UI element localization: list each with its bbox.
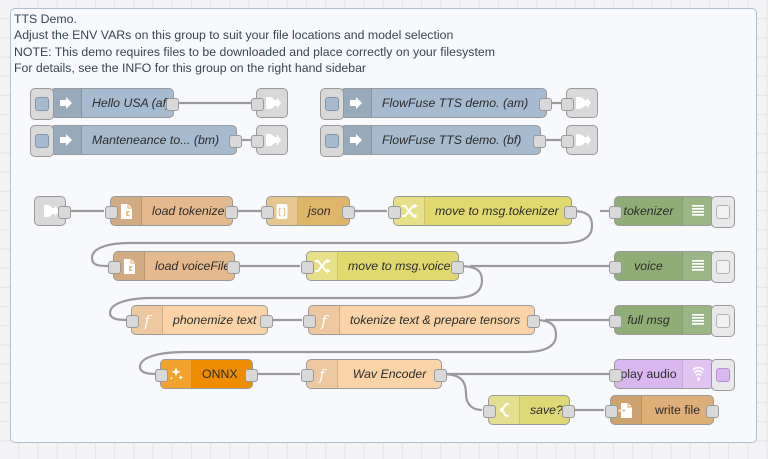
link-out-stripes-icon bbox=[682, 252, 713, 280]
input-port[interactable] bbox=[605, 405, 618, 418]
link-out-node-tokenizer[interactable]: tokenizer bbox=[609, 196, 735, 228]
node-label: ONNX bbox=[202, 367, 238, 381]
group-label: TTS Demo. Adjust the ENV VARs on this gr… bbox=[14, 12, 495, 75]
json-node[interactable]: {} json bbox=[261, 196, 355, 226]
link-call-node-4[interactable] bbox=[561, 125, 598, 155]
output-port[interactable] bbox=[225, 206, 238, 219]
inject-node-flowfuse-bf[interactable]: FlowFuse TTS demo. (bf) bbox=[320, 125, 546, 157]
input-port[interactable] bbox=[388, 206, 401, 219]
output-port[interactable] bbox=[245, 369, 258, 382]
inject-arrow-icon bbox=[341, 89, 372, 117]
input-port[interactable] bbox=[126, 315, 139, 328]
input-port[interactable] bbox=[251, 98, 264, 111]
node-label: voice bbox=[634, 259, 663, 273]
input-port[interactable] bbox=[251, 135, 264, 148]
node-status-chip bbox=[711, 196, 735, 228]
input-port[interactable] bbox=[301, 261, 314, 274]
output-port[interactable] bbox=[166, 98, 179, 111]
node-label: tokenize text & prepare tensors bbox=[350, 313, 521, 327]
input-port[interactable] bbox=[561, 98, 574, 111]
link-in-node-start[interactable] bbox=[34, 196, 71, 226]
input-port[interactable] bbox=[483, 405, 496, 418]
node-label: move to msg.tokenizer bbox=[435, 204, 559, 218]
node-label: move to msg.voice bbox=[348, 259, 451, 273]
function-node-wav-encoder[interactable]: f Wav Encoder bbox=[301, 359, 447, 389]
node-label: save? bbox=[530, 403, 563, 417]
svg-text:f: f bbox=[320, 312, 329, 329]
input-port[interactable] bbox=[609, 369, 622, 382]
node-status-chip bbox=[711, 359, 735, 391]
input-port[interactable] bbox=[155, 369, 168, 382]
inject-arrow-icon bbox=[51, 89, 82, 117]
link-out-node-voice[interactable]: voice bbox=[609, 251, 735, 283]
node-label: json bbox=[308, 204, 331, 218]
output-port[interactable] bbox=[229, 135, 242, 148]
output-port[interactable] bbox=[539, 98, 552, 111]
input-port[interactable] bbox=[108, 261, 121, 274]
inject-arrow-icon bbox=[51, 126, 82, 154]
link-out-node-full-msg[interactable]: full msg bbox=[609, 305, 735, 337]
link-out-stripes-icon bbox=[682, 197, 713, 225]
input-port[interactable] bbox=[301, 369, 314, 382]
function-node-tokenize-text[interactable]: f tokenize text & prepare tensors bbox=[303, 305, 540, 335]
link-out-stripes-icon bbox=[682, 306, 713, 334]
node-label: phonemize text bbox=[173, 313, 257, 327]
node-label: load voiceFile bbox=[155, 259, 231, 273]
output-port[interactable] bbox=[342, 206, 355, 219]
output-port[interactable] bbox=[227, 261, 240, 274]
input-port[interactable] bbox=[105, 206, 118, 219]
output-port[interactable] bbox=[533, 135, 546, 148]
output-port[interactable] bbox=[58, 206, 71, 219]
inject-arrow-icon bbox=[341, 126, 372, 154]
node-label: Hello USA (af) bbox=[92, 96, 171, 110]
speaker-waves-icon bbox=[682, 360, 713, 388]
inject-trigger-button[interactable] bbox=[30, 88, 54, 120]
inject-node-flowfuse-am[interactable]: FlowFuse TTS demo. (am) bbox=[320, 88, 552, 120]
node-label: tokenizer bbox=[623, 204, 674, 218]
inject-trigger-button[interactable] bbox=[30, 125, 54, 157]
node-label: FlowFuse TTS demo. (am) bbox=[382, 96, 529, 110]
onnx-node[interactable]: ONNX bbox=[155, 359, 258, 389]
inject-trigger-button[interactable] bbox=[320, 88, 344, 120]
node-label: Manteneance to... (bm) bbox=[92, 133, 220, 147]
audio-out-node-play-audio[interactable]: play audio bbox=[609, 359, 735, 391]
link-call-node-2[interactable] bbox=[251, 125, 288, 155]
svg-text:f: f bbox=[143, 312, 152, 329]
node-label: full msg bbox=[627, 313, 670, 327]
input-port[interactable] bbox=[609, 206, 622, 219]
node-label: play audio bbox=[620, 367, 677, 381]
file-out-node-write-file[interactable]: write file bbox=[605, 395, 719, 425]
input-port[interactable] bbox=[303, 315, 316, 328]
node-label: FlowFuse TTS demo. (bf) bbox=[382, 133, 522, 147]
change-node-move-to-msg-tokenizer[interactable]: move to msg.tokenizer bbox=[388, 196, 577, 226]
output-port[interactable] bbox=[562, 405, 575, 418]
node-label: write file bbox=[654, 403, 701, 417]
inject-node-hello-usa[interactable]: Hello USA (af) bbox=[30, 88, 179, 120]
input-port[interactable] bbox=[609, 315, 622, 328]
output-port[interactable] bbox=[260, 315, 273, 328]
output-port[interactable] bbox=[527, 315, 540, 328]
node-label: load tokenizer bbox=[152, 204, 229, 218]
switch-node-save[interactable]: save? bbox=[483, 395, 575, 425]
output-port[interactable] bbox=[451, 261, 464, 274]
node-status-chip bbox=[711, 305, 735, 337]
inject-trigger-button[interactable] bbox=[320, 125, 344, 157]
output-port[interactable] bbox=[564, 206, 577, 219]
link-call-node-1[interactable] bbox=[251, 88, 288, 118]
function-node-phonemize-text[interactable]: f phonemize text bbox=[126, 305, 273, 335]
input-port[interactable] bbox=[609, 261, 622, 274]
node-label: Wav Encoder bbox=[352, 367, 427, 381]
input-port[interactable] bbox=[561, 135, 574, 148]
inject-node-maintenance[interactable]: Manteneance to... (bm) bbox=[30, 125, 242, 157]
svg-text:f: f bbox=[318, 366, 327, 383]
input-port[interactable] bbox=[261, 206, 274, 219]
output-port[interactable] bbox=[434, 369, 447, 382]
file-in-node-load-tokenizer[interactable]: load tokenizer bbox=[105, 196, 238, 226]
node-status-chip bbox=[711, 251, 735, 283]
output-port[interactable] bbox=[706, 405, 719, 418]
link-call-node-3[interactable] bbox=[561, 88, 598, 118]
file-in-node-load-voicefile[interactable]: load voiceFile bbox=[108, 251, 240, 281]
change-node-move-to-msg-voice[interactable]: move to msg.voice bbox=[301, 251, 464, 281]
svg-text:{}: {} bbox=[277, 208, 288, 218]
